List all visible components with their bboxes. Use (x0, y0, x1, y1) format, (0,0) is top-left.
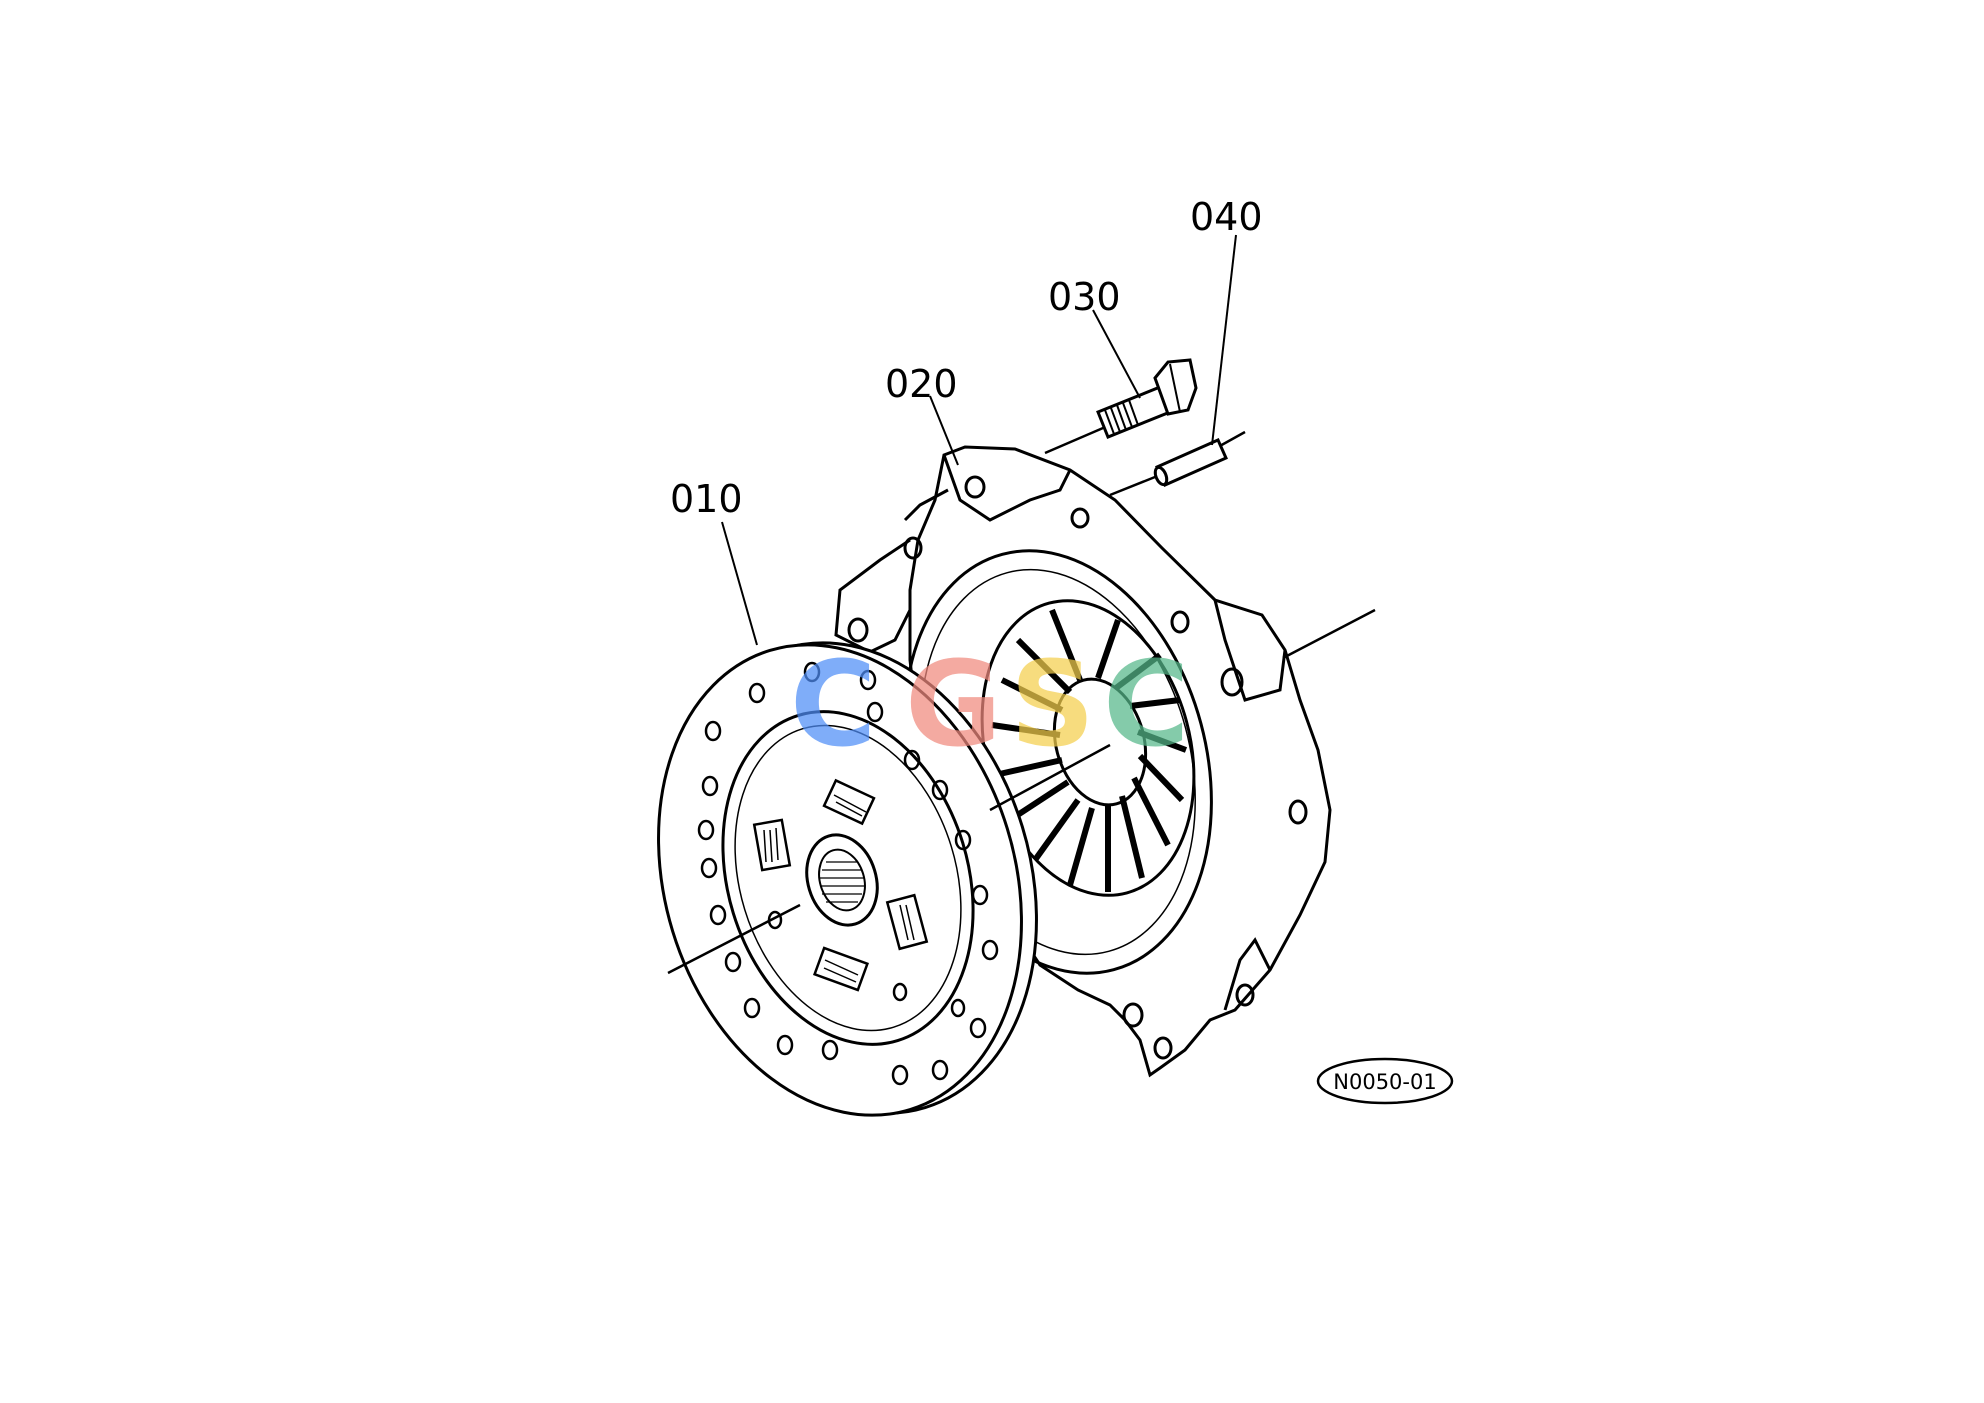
watermark: C G S C (790, 635, 1190, 773)
bolt (1096, 358, 1198, 439)
bolt-thread (1104, 399, 1139, 435)
dowel-pin (1153, 438, 1228, 487)
mounting-hole (1122, 1002, 1144, 1028)
watermark-letter-2: G (905, 635, 1002, 773)
axis-line-right (1282, 608, 1376, 660)
callout-040: 040 (1190, 195, 1263, 239)
splined-hub (805, 833, 879, 927)
clutch-disc-assembly (657, 641, 1038, 1117)
watermark-letter-1: C (790, 635, 877, 773)
bolt-axis-line (1044, 423, 1111, 455)
cover-left-tab (834, 538, 912, 654)
damper-springs (752, 778, 929, 992)
figure-code-badge: N0050-01 (1316, 1057, 1454, 1105)
disc-outer-edge (657, 643, 1023, 1117)
pin-axis-line-lower (1109, 473, 1161, 497)
mounting-hole (1235, 983, 1255, 1007)
leader-030 (1092, 309, 1141, 399)
friction-lining-inner-edge (721, 710, 975, 1046)
cover-edge (903, 488, 949, 522)
leader-040 (1211, 234, 1237, 446)
callout-030: 030 (1048, 275, 1121, 319)
watermark-letter-4: C (1103, 635, 1190, 773)
mounting-hole (964, 475, 986, 499)
leader-020 (929, 395, 959, 466)
cover-right-tab (1213, 599, 1287, 702)
damper-spring (885, 893, 929, 951)
pin-axis-line-upper (1217, 430, 1246, 449)
cover-top-tab (942, 454, 1072, 522)
damper-spring (812, 946, 870, 992)
cover-lower-tab (1223, 937, 1272, 1011)
callout-010: 010 (670, 477, 743, 521)
center-lines (667, 423, 1376, 975)
mounting-hole (1220, 667, 1244, 697)
hub-splines (820, 861, 864, 903)
mounting-hole (1070, 507, 1090, 529)
mounting-hole (847, 617, 869, 643)
damper-spring-coils (763, 794, 915, 983)
damper-spring (822, 778, 876, 826)
mounting-hole (1170, 610, 1190, 634)
mounting-hole (903, 536, 923, 560)
axis-line-middle (989, 743, 1111, 812)
mounting-hole (1288, 799, 1308, 825)
figure-code: N0050-01 (1333, 1070, 1436, 1094)
axis-line-left (667, 903, 801, 975)
damper-spring (752, 818, 792, 872)
diaphragm-fingers (991, 608, 1188, 892)
mounting-hole (1153, 1036, 1173, 1060)
leader-lines (721, 234, 1237, 646)
watermark-letter-3: S (1010, 635, 1095, 773)
pressure-plate-assembly (834, 445, 1332, 1078)
callout-020: 020 (885, 362, 958, 406)
disc-plate (734, 724, 962, 1032)
rivet-holes (697, 661, 999, 1086)
leader-010 (721, 521, 758, 646)
